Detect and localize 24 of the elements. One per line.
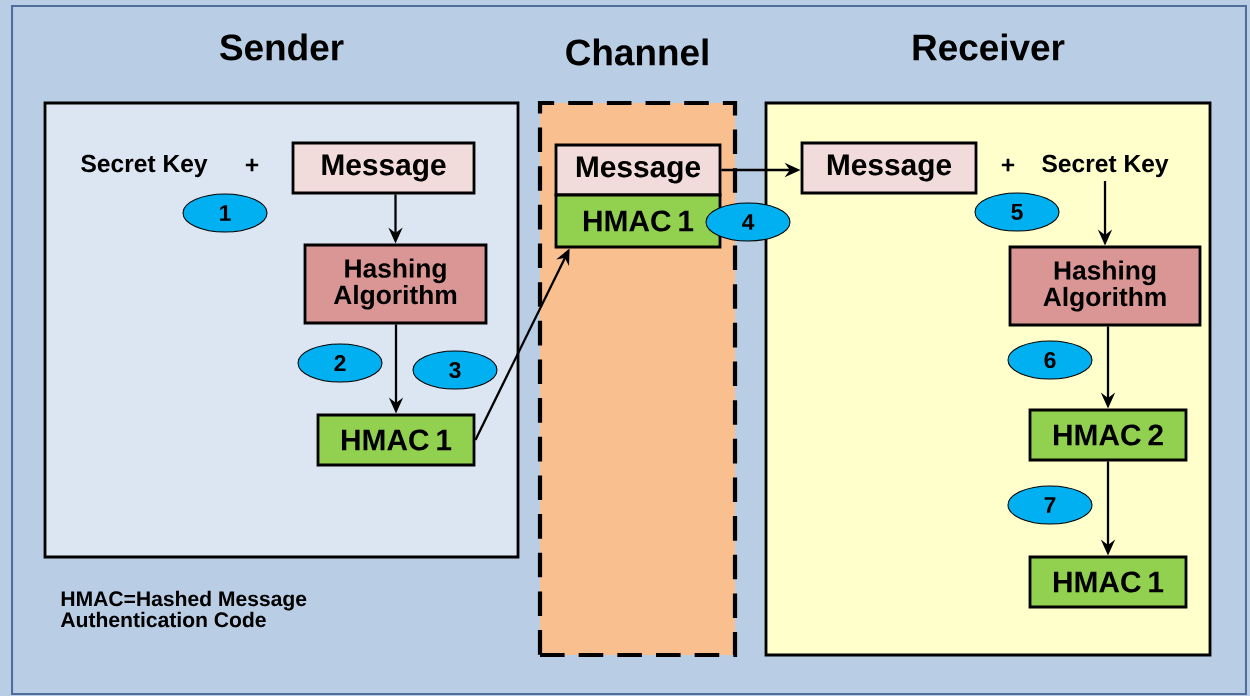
panel-heading: Sender [220, 33, 344, 61]
step-number: 3 [412, 350, 498, 390]
hmac-box: HMAC 1 [1028, 555, 1188, 609]
hashing-box: Hashing Algorithm [303, 243, 488, 325]
step-number: 1 [182, 193, 268, 233]
message-box: Message [291, 141, 476, 195]
panel-heading: Receiver [913, 33, 1065, 61]
hmac-box: HMAC 1 [316, 413, 476, 467]
plus-sign: + [1001, 158, 1015, 172]
step-number: 5 [974, 192, 1060, 232]
hashing-box: Hashing Algorithm [1008, 245, 1202, 327]
message-box: Message [554, 143, 722, 197]
hmac-box: HMAC 1 [554, 193, 722, 249]
message-box: Message [800, 141, 978, 195]
step-number: 2 [297, 343, 383, 383]
step-number: 6 [1007, 340, 1093, 380]
step-number: 4 [705, 202, 791, 242]
hmac-box: HMAC 2 [1028, 408, 1188, 462]
step-number: 7 [1007, 485, 1093, 525]
key-text: Secret Key [1042, 154, 1169, 178]
panel-heading: Channel [566, 38, 708, 66]
plus-sign: + [245, 158, 259, 172]
key-text: Secret Key [81, 154, 208, 178]
note: HMAC=Hashed Message Authentication Code [60, 590, 307, 628]
